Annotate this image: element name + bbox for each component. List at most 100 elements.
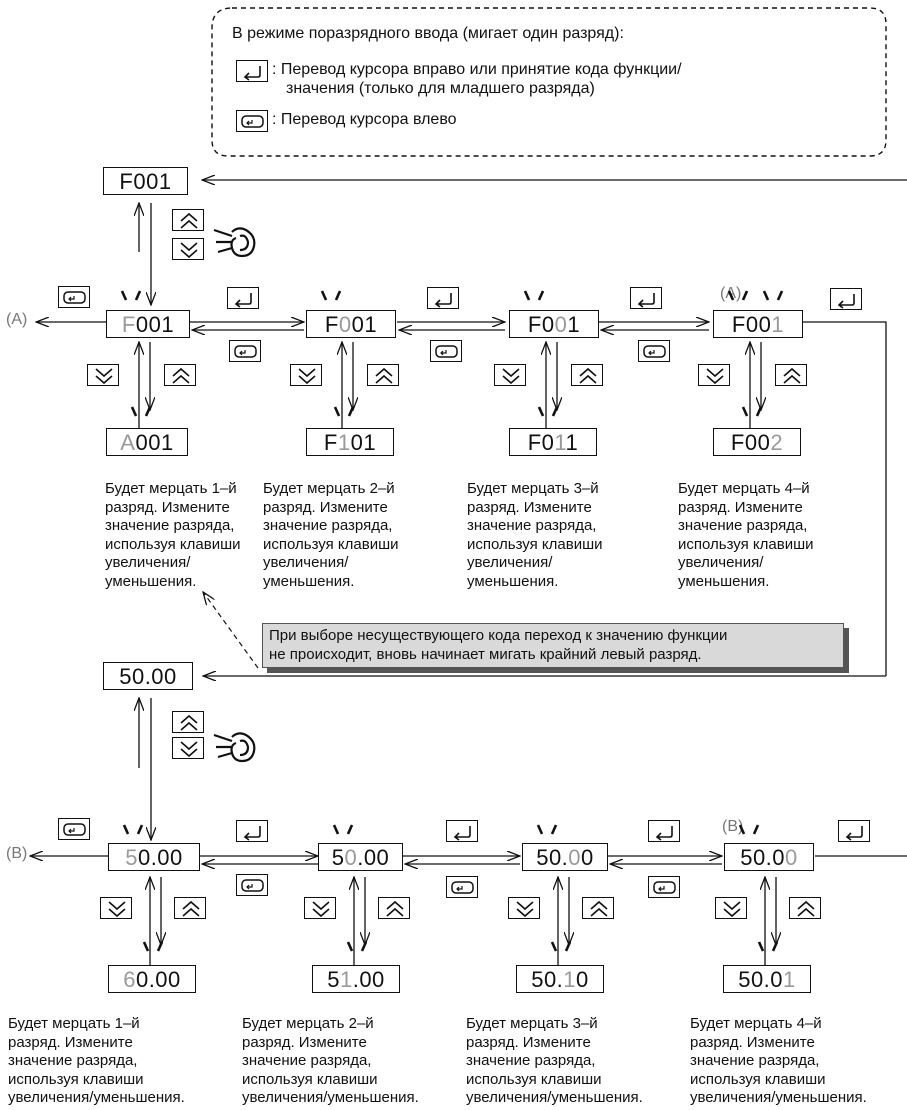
row2-display-1-digits-after: 0.00: [137, 845, 183, 870]
double-up-key-icon: [386, 900, 404, 917]
row1-left-key-start: [58, 286, 90, 308]
double-down-key-icon: [706, 368, 724, 385]
row2-below-display-1-digits-after: 0.00: [135, 967, 181, 992]
double-down-key-icon: [95, 368, 113, 385]
row2-below-display-2: 51.00: [312, 965, 400, 993]
row1-display-3-blinking-digit: 0: [554, 312, 568, 337]
row2-display-3-digits-after: 0: [581, 845, 594, 870]
enter-key-icon: [453, 826, 471, 841]
double-up-key-icon: [172, 367, 190, 384]
double-up-key-icon: [797, 900, 815, 917]
row2-below-display-3-digits-after: 0: [576, 967, 589, 992]
row2-below-display-2-digits-after: .00: [352, 967, 385, 992]
row1-down-key-3: [494, 364, 526, 386]
double-down-key-icon: [180, 242, 198, 259]
row2-below-display-3-digits-before: 50.: [531, 967, 564, 992]
row1-below-blink-marks-3: [537, 406, 559, 417]
mid-down-key: [172, 737, 204, 759]
row1-description-2: Будет мерцать 2–й разряд. Измените значе…: [263, 480, 399, 590]
cursor-left-key-icon: [653, 881, 676, 894]
row2-mid-label: (B): [722, 818, 744, 835]
cursor-left-key-icon: [234, 345, 257, 358]
row2-down-key-3: [508, 897, 540, 919]
row1-display-1-blinking-digit: F: [121, 312, 136, 337]
cursor-left-key-icon: [241, 115, 264, 128]
row2-display-3-digits-before: 50.: [536, 845, 569, 870]
enter-key-icon: [434, 293, 452, 308]
top-up-key: [172, 209, 204, 231]
row2-below-blink-marks-1: [142, 941, 164, 952]
row1-display-2-blinking-digit: 0: [338, 312, 352, 337]
legend-enter-desc-2: значения (только для младшего разряда): [286, 80, 595, 97]
invalid-code-note: При выборе несуществующего кода переход …: [262, 623, 844, 668]
enter-key-icon: [243, 66, 261, 81]
row1-side-label: (A): [6, 311, 28, 328]
row1-below-display-1-digits-after: 001: [135, 430, 174, 455]
row1-enter-key-3: [630, 287, 662, 309]
enter-key-icon: [243, 826, 261, 841]
legend-left-desc: : Перевод курсора влево: [272, 111, 457, 128]
row1-display-2-digits-before: F: [324, 312, 339, 337]
row1-left-key-1: [229, 340, 261, 362]
row1-below-blink-marks-1: [130, 406, 152, 417]
row1-below-display-3-blinking-digit: 1: [554, 430, 566, 455]
row1-below-blink-marks-4: [741, 406, 763, 417]
row2-below-display-3-blinking-digit: 1: [563, 967, 577, 992]
row2-below-display-1-blinking-digit: 6: [123, 967, 136, 992]
row1-below-display-2: F101: [306, 428, 394, 456]
row1-below-display-2-digits-before: F: [323, 430, 338, 455]
cursor-left-key-icon: [63, 823, 86, 836]
row1-up-key-1: [164, 364, 196, 386]
row1-display-4-blinking-digit: 1: [771, 312, 785, 337]
enter-key-icon: [234, 293, 252, 308]
row2-description-4: Будет мерцать 4–й разряд. Измените значе…: [690, 1015, 867, 1106]
display-function-value: 50.00: [103, 662, 193, 690]
enter-key-icon: [845, 826, 863, 841]
row1-below-display-3-digits-before: F0: [527, 430, 555, 455]
double-up-key-icon: [182, 900, 200, 917]
row1-enter-key-4: [830, 288, 862, 310]
row2-display-4: 50.00: [724, 843, 814, 871]
row1-enter-key-2: [427, 287, 459, 309]
mid-up-key: [172, 711, 204, 733]
row2-below-display-2-digits-before: 5: [327, 967, 340, 992]
cursor-left-key-icon: [435, 345, 458, 358]
row1-below-blink-marks-2: [333, 406, 355, 417]
row2-enter-key-4: [838, 820, 870, 842]
cursor-left-key-icon: [241, 879, 264, 892]
row1-display-3-digits-before: F0: [527, 312, 555, 337]
row2-side-label: (B): [6, 845, 28, 862]
row2-left-key-start: [58, 818, 90, 840]
row2-left-key-1: [236, 874, 268, 896]
row2-description-1: Будет мерцать 1–й разряд. Измените значе…: [8, 1015, 185, 1106]
legend-left-key: [236, 110, 268, 132]
row2-down-key-2: [304, 897, 336, 919]
enter-key-icon: [655, 826, 673, 841]
row2-below-blink-marks-3: [550, 941, 572, 952]
row1-display-3-digits-after: 1: [567, 312, 581, 337]
double-up-key-icon: [180, 714, 198, 731]
row2-blink-marks-2: [332, 824, 354, 835]
row2-display-3: 50.00: [522, 843, 608, 871]
row2-below-display-3: 50.10: [516, 965, 604, 993]
row1-a-blink-extra: [762, 290, 784, 301]
row1-below-display-4-digits-before: F00: [730, 430, 771, 455]
row2-below-display-2-blinking-digit: 1: [339, 967, 353, 992]
row2-display-4-blinking-digit: 0: [785, 845, 798, 870]
row2-enter-key-1: [236, 820, 268, 842]
row1-blink-marks-3: [523, 290, 545, 301]
row2-blink-marks-1: [122, 824, 144, 835]
double-up-key-icon: [180, 212, 198, 229]
double-down-key-icon: [312, 901, 330, 918]
row1-below-display-1: A001: [106, 428, 188, 456]
cursor-left-key-icon: [451, 881, 474, 894]
row1-display-4-digits-before: F00: [731, 312, 772, 337]
row1-enter-key-1: [227, 287, 259, 309]
double-up-key-icon: [783, 367, 801, 384]
row1-left-key-2: [430, 340, 462, 362]
enter-key-icon: [837, 294, 855, 309]
enter-key-icon: [637, 293, 655, 308]
row2-below-display-4: 50.01: [723, 965, 811, 993]
